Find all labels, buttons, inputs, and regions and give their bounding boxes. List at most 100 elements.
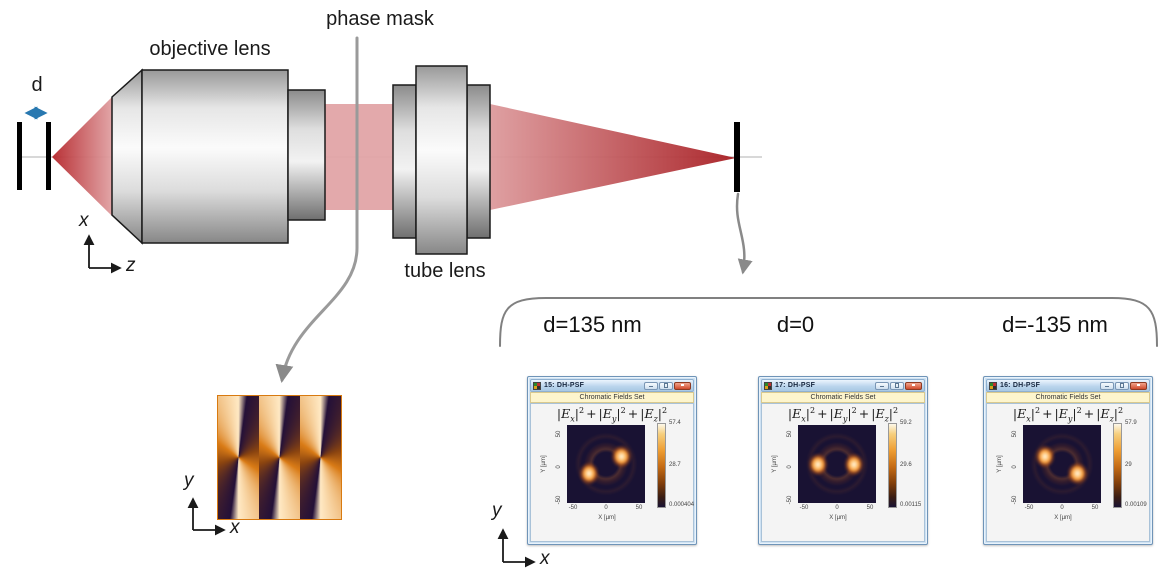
y-tick: 50	[787, 430, 793, 438]
y-tick: 50	[1012, 430, 1018, 438]
colorbar-min: 0.00115	[900, 502, 922, 508]
close-button[interactable]	[1130, 382, 1147, 390]
y-axis-label: Y [µm]	[772, 455, 778, 473]
minimize-button[interactable]	[1100, 382, 1114, 390]
phase-mask-vortex-3	[300, 396, 341, 519]
phase-mask-image	[217, 395, 342, 520]
psf-plot	[1023, 425, 1101, 503]
close-button[interactable]	[674, 382, 691, 390]
x-tick: 50	[635, 505, 643, 511]
y-tick: 50	[556, 430, 562, 438]
intensity-formula: |Ex|2+|Ey|2+|Ez|2	[556, 406, 668, 424]
colorbar-min: 0.00109	[1125, 502, 1147, 508]
chromatic-fields-set-banner: Chromatic Fields Set	[761, 392, 925, 403]
maximize-button[interactable]	[659, 382, 673, 390]
window-content: |Ex|2+|Ey|2+|Ez|2 50 0 -50 Y [µm] -50 0 …	[986, 403, 1150, 542]
x-tick: -50	[1024, 505, 1034, 511]
phase-mask-label: phase mask	[326, 8, 434, 30]
app-icon	[989, 381, 997, 390]
x-tick: 50	[866, 505, 874, 511]
tube-lens-flange-right	[466, 84, 491, 239]
window-titlebar[interactable]: 16: DH-PSF	[986, 379, 1150, 392]
colorbar-mid: 29.6	[900, 462, 912, 468]
axis-mask-y-label: y	[184, 470, 194, 491]
x-tick: 50	[1091, 505, 1099, 511]
dh-psf-window-3: 16: DH-PSF Chromatic Fields Set |Ex|2+|E…	[983, 376, 1153, 545]
x-axis-label: X [µm]	[1054, 515, 1072, 521]
psf-lobe-right	[1067, 461, 1088, 486]
colorbar	[888, 423, 897, 508]
axis-top-z-label: z	[126, 255, 136, 276]
close-button[interactable]	[905, 382, 922, 390]
y-axis-label: Y [µm]	[997, 455, 1003, 473]
beam-cone-right	[490, 104, 736, 210]
window-titlebar[interactable]: 15: DH-PSF	[530, 379, 694, 392]
phase-mask-vortex-2	[259, 396, 300, 519]
colorbar	[1113, 423, 1122, 508]
y-tick: 0	[1012, 465, 1018, 469]
maximize-button[interactable]	[1115, 382, 1129, 390]
psf-lobe-left	[808, 453, 829, 477]
maximize-button[interactable]	[890, 382, 904, 390]
intensity-formula: |Ex|2+|Ey|2+|Ez|2	[1012, 406, 1124, 424]
psf-ring	[567, 425, 645, 503]
psf-lobe-right	[611, 444, 632, 468]
psf-lobe-left	[1034, 444, 1055, 468]
psf-plot	[567, 425, 645, 503]
colorbar-mid: 28.7	[669, 462, 681, 468]
colorbar-mid: 29	[1125, 462, 1132, 468]
chromatic-fields-set-banner: Chromatic Fields Set	[530, 392, 694, 403]
y-tick: 0	[787, 465, 793, 469]
y-axis-label: Y [µm]	[541, 455, 547, 473]
axis-results-y-label: y	[492, 500, 502, 521]
window-title: 16: DH-PSF	[1000, 382, 1041, 389]
app-icon	[764, 381, 772, 390]
y-tick: -50	[787, 495, 793, 505]
chromatic-fields-set-banner: Chromatic Fields Set	[986, 392, 1150, 403]
psf-lobe-right	[844, 453, 865, 477]
objective-body	[141, 69, 289, 244]
axis-mask-x-label: x	[230, 517, 240, 538]
defocus-symbol-label: d	[31, 74, 43, 96]
x-tick: 0	[604, 505, 608, 511]
defocus-value-label-2: d=0	[776, 312, 815, 337]
image-plane-bar	[734, 122, 740, 192]
x-axis-label: X [µm]	[598, 515, 616, 521]
phase-mask-plane-line	[275, 36, 359, 383]
defocus-value-label-3: d=-135 nm	[1002, 312, 1108, 337]
intensity-formula: |Ex|2+|Ey|2+|Ez|2	[787, 406, 899, 424]
objective-nose	[111, 68, 143, 245]
tube-lens-body	[415, 65, 468, 255]
minimize-button[interactable]	[644, 382, 658, 390]
app-icon	[533, 381, 541, 390]
objective-lens-label: objective lens	[149, 38, 271, 60]
psf-plot	[798, 425, 876, 503]
x-tick: 0	[835, 505, 839, 511]
window-title: 15: DH-PSF	[544, 382, 585, 389]
defocus-value-label-1: d=135 nm	[543, 312, 642, 337]
colorbar-max: 59.2	[900, 420, 912, 426]
colorbar	[657, 423, 666, 508]
y-tick: -50	[556, 495, 562, 505]
tube-lens-label: tube lens	[404, 260, 486, 282]
beam-cone-left	[52, 97, 112, 216]
window-content: |Ex|2+|Ey|2+|Ez|2 50 0 -50 Y [µm] -50 0 …	[530, 403, 694, 542]
psf-ring	[1023, 425, 1101, 503]
objective-rear-barrel	[287, 89, 326, 221]
axis-top-x-label: x	[79, 210, 89, 231]
colorbar-max: 57.4	[669, 420, 681, 426]
sample-plane-bar-1	[17, 122, 22, 190]
dh-psf-window-2: 17: DH-PSF Chromatic Fields Set |Ex|2+|E…	[758, 376, 928, 545]
tube-lens-flange-left	[392, 84, 417, 239]
window-content: |Ex|2+|Ey|2+|Ez|2 50 0 -50 Y [µm] -50 0 …	[761, 403, 925, 542]
psf-lobe-left	[578, 461, 599, 486]
minimize-button[interactable]	[875, 382, 889, 390]
phase-mask-vortex-1	[218, 396, 259, 519]
x-tick: -50	[799, 505, 809, 511]
window-title: 17: DH-PSF	[775, 382, 816, 389]
dh-psf-window-1: 15: DH-PSF Chromatic Fields Set |Ex|2+|E…	[527, 376, 697, 545]
image-plane-callout-arrow	[735, 192, 753, 275]
window-titlebar[interactable]: 17: DH-PSF	[761, 379, 925, 392]
x-tick: -50	[568, 505, 578, 511]
